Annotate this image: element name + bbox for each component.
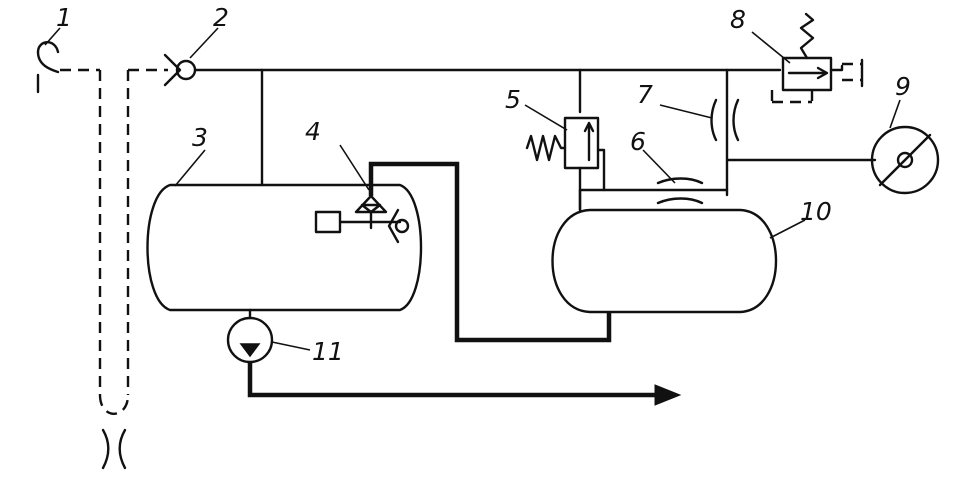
label-1: 1 — [56, 3, 72, 32]
label-9: 9 — [895, 72, 911, 101]
bottom-throttle — [101, 428, 127, 470]
label-11: 11 — [312, 337, 344, 366]
label-10: 10 — [800, 197, 832, 226]
thick-pipe-4-10 — [368, 161, 612, 343]
drain-valve-11 — [226, 308, 682, 406]
valve-4 — [314, 194, 410, 244]
reservoir-10 — [551, 188, 778, 314]
label-6: 6 — [630, 127, 646, 156]
pressure-valve-5 — [525, 116, 606, 212]
label-7: 7 — [637, 80, 653, 109]
outflow-arrow-icon — [654, 384, 682, 406]
leader-lines — [44, 27, 901, 351]
coupling-head-1 — [36, 41, 60, 94]
dashed-line-1-2 — [60, 68, 168, 415]
label-4: 4 — [305, 117, 321, 146]
check-valve-2 — [163, 53, 197, 87]
number-labels: 1 2 3 4 5 6 7 8 9 10 11 — [56, 3, 911, 366]
throttle-7 — [710, 98, 740, 142]
gauge-9 — [870, 125, 940, 195]
main-supply-line — [193, 68, 877, 197]
throttle-6 — [602, 177, 729, 205]
label-5: 5 — [505, 85, 521, 114]
label-3: 3 — [192, 123, 208, 152]
label-2: 2 — [213, 3, 229, 32]
reservoir-3 — [146, 183, 423, 312]
label-8: 8 — [730, 5, 746, 34]
relief-valve-8 — [770, 12, 864, 104]
